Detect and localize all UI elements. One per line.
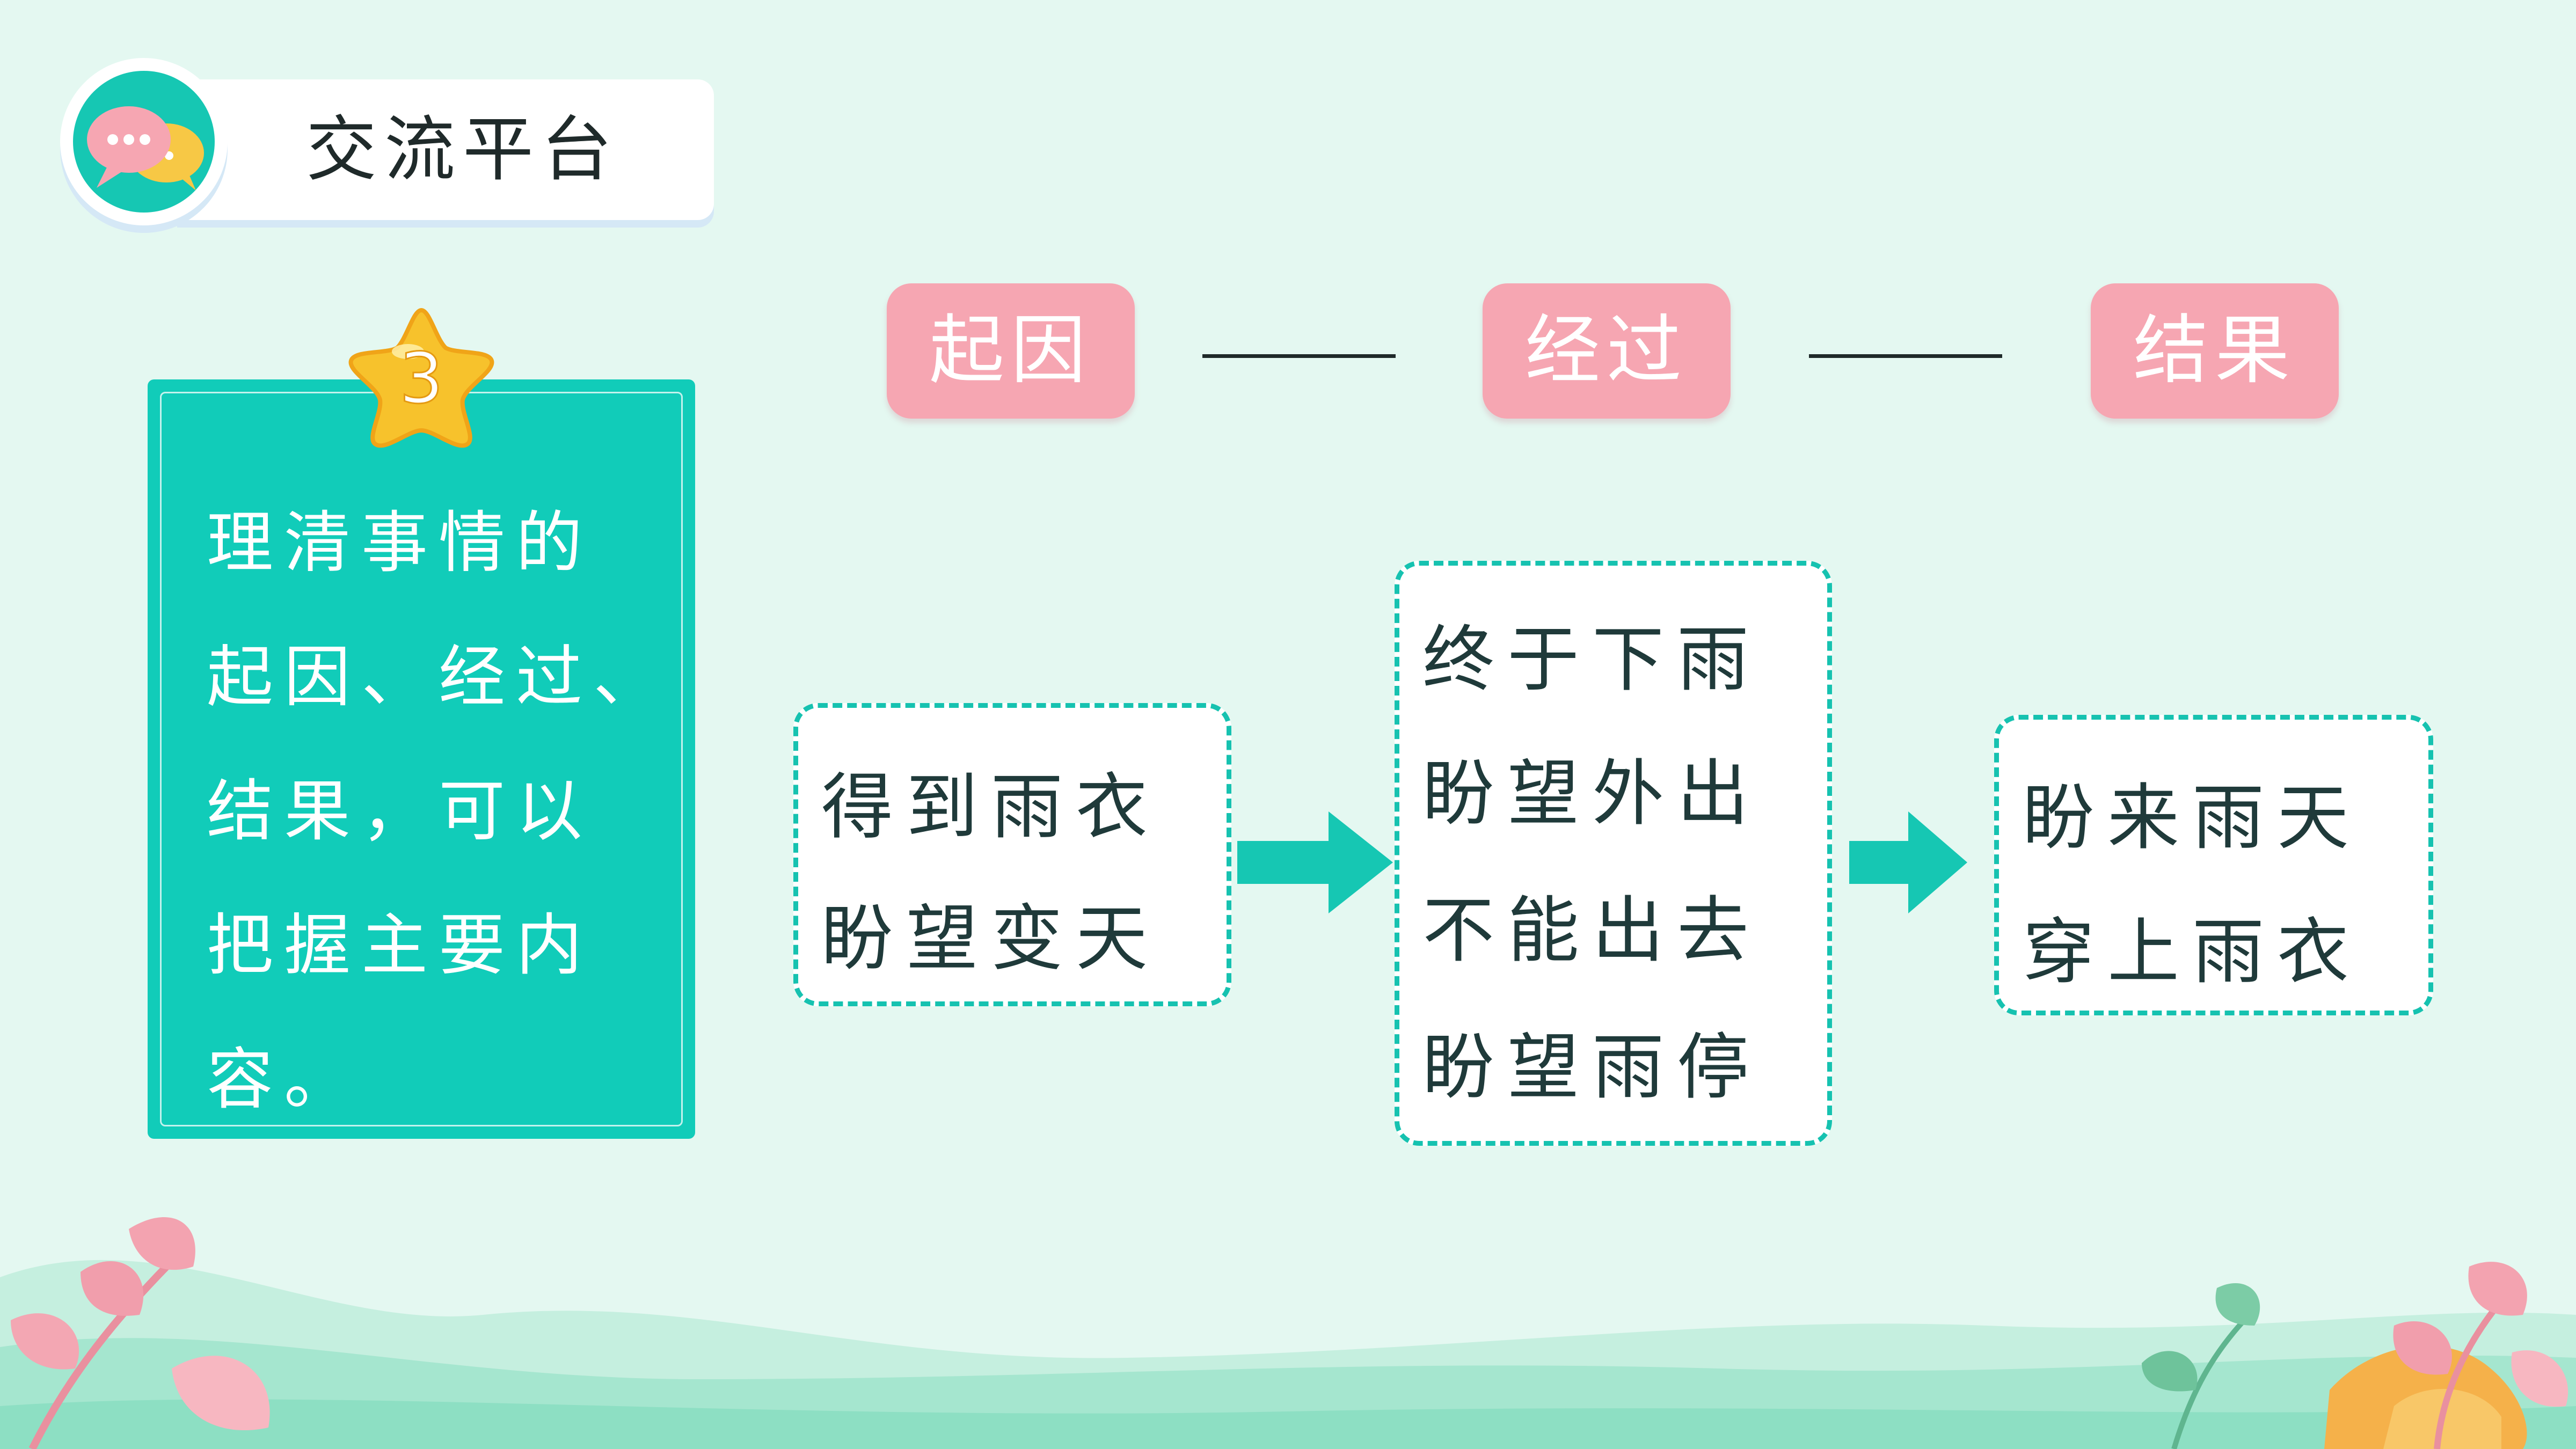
result-box [1994, 715, 2433, 1015]
cause-box [793, 703, 1231, 1006]
label-result: 结果 [2091, 283, 2339, 419]
card-text-line-3: 结果，可以 [207, 773, 594, 850]
label-process: 经过 [1483, 283, 1731, 419]
card-text-line-4: 把握主要内 [207, 907, 594, 984]
cause-box-line-2: 盼望变天 [821, 897, 1161, 980]
card-text-line-1: 理清事情的 [207, 504, 594, 582]
card-text-line-2: 起因、经过、 [207, 639, 671, 716]
process-box-line-1: 终于下雨 [1422, 618, 1762, 701]
leaf-decoration-right [2142, 1262, 2568, 1449]
cause-box-line-1: 得到雨衣 [821, 765, 1161, 849]
process-box [1395, 561, 1832, 1146]
star-badge-icon: 3 [348, 308, 494, 448]
connector-line-2 [1809, 354, 2002, 358]
leaf-decoration-left [11, 1217, 270, 1449]
card-text-line-5: 容。 [207, 1041, 362, 1118]
point-card [148, 379, 695, 1139]
label-cause: 起因 [887, 283, 1135, 419]
result-box-line-2: 穿上雨衣 [2023, 910, 2362, 994]
connector-line-1 [1202, 354, 1396, 358]
card-number: 3 [399, 338, 444, 419]
process-box-line-3: 不能出去 [1422, 889, 1762, 972]
header-bar [177, 79, 714, 220]
process-box-line-2: 盼望外出 [1422, 752, 1762, 836]
bottom-landscape-decoration [0, 1260, 2576, 1449]
arrow-right-icon [1849, 811, 1967, 913]
process-box-line-4: 盼望雨停 [1422, 1026, 1762, 1109]
result-box-line-1: 盼来雨天 [2023, 776, 2362, 860]
arrow-right-icon [1237, 811, 1393, 913]
page-title: 交流平台 [306, 108, 619, 191]
chat-bubbles-icon [87, 106, 204, 191]
